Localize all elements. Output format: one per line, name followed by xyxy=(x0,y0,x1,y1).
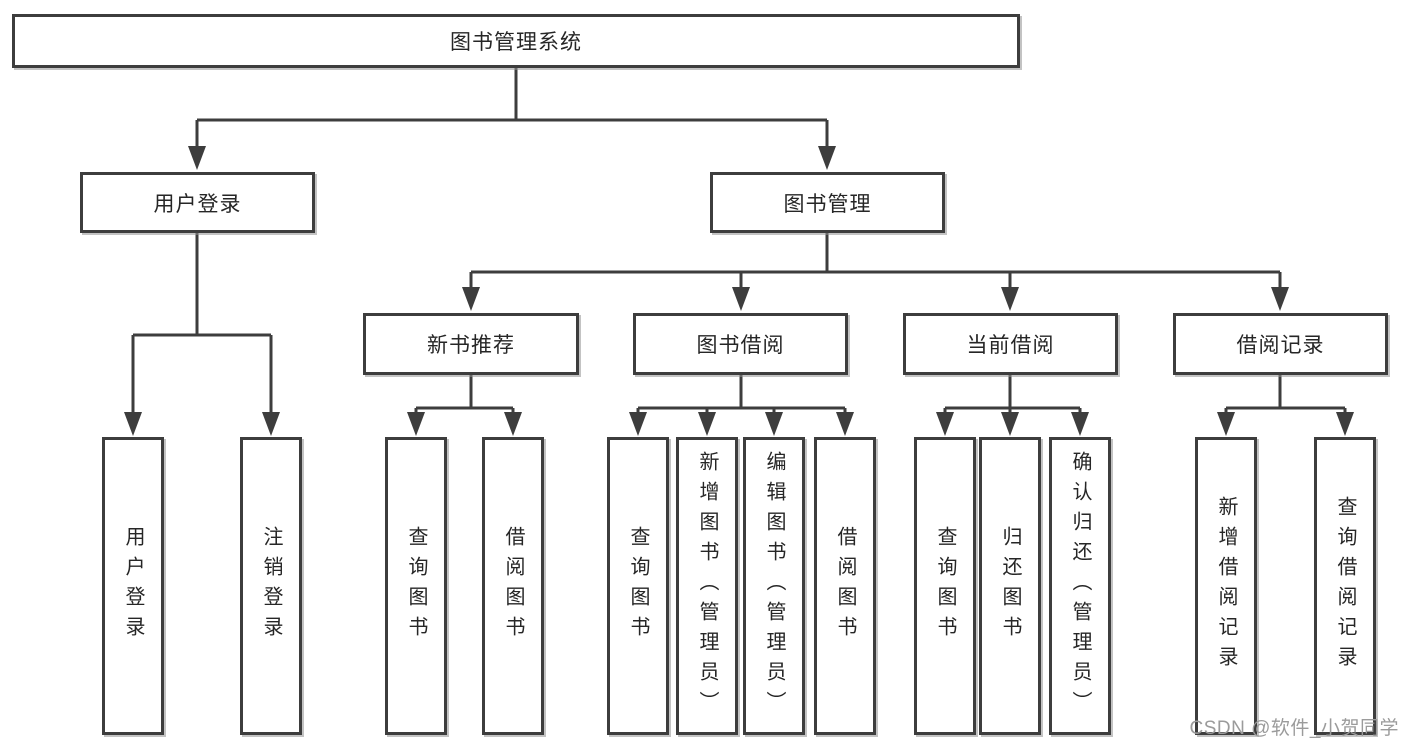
node-root-system: 图书管理系统 xyxy=(12,14,1020,68)
arrowhead-icon xyxy=(765,412,783,436)
leaf-records-add-record: 新增借阅记录 xyxy=(1195,437,1257,735)
node-label: 图书管理系统 xyxy=(450,31,582,54)
arrowhead-icon xyxy=(1001,412,1019,436)
arrowhead-icon xyxy=(262,412,280,436)
leaf-newbook-borrow-books: 借阅图书 xyxy=(482,437,544,735)
node-label: 新增借阅记录 xyxy=(1215,496,1237,676)
leaf-newbook-query-books: 查询图书 xyxy=(385,437,447,735)
csdn-watermark: CSDN @软件_小贺同学 xyxy=(1189,718,1399,739)
node-label: 用户登录 xyxy=(153,192,242,216)
arrowhead-icon xyxy=(1336,412,1354,436)
node-borrow-records: 借阅记录 xyxy=(1173,313,1388,375)
arrowhead-icons xyxy=(124,146,1354,436)
arrowhead-icon xyxy=(732,287,750,311)
node-new-book-recommend: 新书推荐 xyxy=(363,313,579,375)
arrowhead-icon xyxy=(818,146,836,170)
arrowhead-icon xyxy=(698,412,716,436)
leaf-current-confirm-return-admin: 确认归还（管理员） xyxy=(1049,437,1111,735)
arrowhead-icon xyxy=(504,412,522,436)
node-label: 查询借阅记录 xyxy=(1334,496,1356,676)
node-current-borrow: 当前借阅 xyxy=(903,313,1118,375)
arrowhead-icon xyxy=(188,146,206,170)
node-label: 编辑图书（管理员） xyxy=(763,451,785,721)
node-label: 查询图书 xyxy=(627,526,649,646)
arrowhead-icon xyxy=(1217,412,1235,436)
node-label: 借阅图书 xyxy=(834,526,856,646)
arrowhead-icon xyxy=(936,412,954,436)
leaf-borrow-edit-books-admin: 编辑图书（管理员） xyxy=(743,437,805,735)
node-label: 借阅图书 xyxy=(502,526,524,646)
node-label: 查询图书 xyxy=(405,526,427,646)
arrowhead-icon xyxy=(836,412,854,436)
node-label: 图书管理 xyxy=(783,192,872,216)
leaf-current-query-books: 查询图书 xyxy=(914,437,976,735)
leaf-current-return-books: 归还图书 xyxy=(979,437,1041,735)
arrowhead-icon xyxy=(407,412,425,436)
node-label: 确认归还（管理员） xyxy=(1069,451,1091,721)
leaf-borrow-query-books: 查询图书 xyxy=(607,437,669,735)
leaf-user-login: 用户登录 xyxy=(102,437,164,735)
node-label: 当前借阅 xyxy=(966,334,1055,357)
node-label: 归还图书 xyxy=(999,526,1021,646)
arrowhead-icon xyxy=(462,287,480,311)
node-label: 新增图书（管理员） xyxy=(696,451,718,721)
tree-edges xyxy=(131,68,1347,414)
node-book-borrow: 图书借阅 xyxy=(633,313,848,375)
arrowhead-icon xyxy=(1271,287,1289,311)
node-label: 注销登录 xyxy=(260,526,282,646)
node-label: 图书借阅 xyxy=(696,334,785,357)
node-user-login: 用户登录 xyxy=(80,172,315,233)
leaf-logout: 注销登录 xyxy=(240,437,302,735)
node-label: 用户登录 xyxy=(122,526,144,646)
arrowhead-icon xyxy=(629,412,647,436)
leaf-borrow-add-books-admin: 新增图书（管理员） xyxy=(676,437,738,735)
node-book-management: 图书管理 xyxy=(710,172,945,233)
arrowhead-icon xyxy=(1001,287,1019,311)
arrowhead-icon xyxy=(124,412,142,436)
leaf-borrow-borrow-books: 借阅图书 xyxy=(814,437,876,735)
node-label: 新书推荐 xyxy=(427,334,515,357)
node-label: 借阅记录 xyxy=(1236,334,1325,357)
arrowhead-icon xyxy=(1071,412,1089,436)
node-label: 查询图书 xyxy=(934,526,956,646)
leaf-records-query-record: 查询借阅记录 xyxy=(1314,437,1376,735)
